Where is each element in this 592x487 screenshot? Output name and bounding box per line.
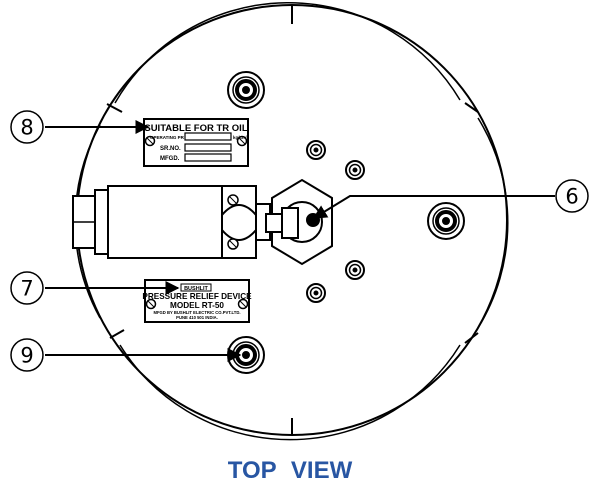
nameplate: SUITABLE FOR TR OIL OPERATING PR kg/cm² …	[143, 118, 249, 167]
bolt-upper-left	[227, 71, 265, 109]
stud-1	[306, 140, 326, 160]
flange-arc-top	[114, 1, 461, 104]
nameplate-sr-label: SR.NO.	[160, 146, 181, 152]
callout-8-number: 8	[20, 116, 33, 140]
notch-bottom-right	[464, 332, 479, 344]
bolt-right	[427, 202, 465, 240]
callout-6-bubble	[555, 179, 589, 213]
nameplate-operating-label: OPERATING PR	[150, 135, 185, 140]
leader-6	[312, 195, 555, 219]
nameplate-mfgd-label: MFGD.	[160, 156, 180, 162]
nameplate-heading: SUITABLE FOR TR OIL	[144, 123, 247, 134]
device-plate-line1: PRESSURE RELIEF DEVICE	[142, 292, 252, 301]
device-plate: BUSHLIT PRESSURE RELIEF DEVICE MODEL RT-…	[142, 279, 252, 323]
notch-bottom-left	[109, 329, 125, 339]
callout-7-bubble	[10, 271, 44, 305]
stud-3	[345, 260, 365, 280]
notch-top-right	[464, 102, 479, 113]
view-title: TOP VIEW	[228, 457, 353, 484]
device-plate-footer1: MFGD BY BUSHLIT ELECTRIC CO.PVT.LTD.	[153, 310, 240, 315]
callout-7-number: 7	[20, 277, 33, 301]
callout-9-number: 9	[20, 344, 33, 368]
device-plate-line2: MODEL RT-50	[170, 301, 224, 310]
nameplate-unit: kg/cm²	[233, 135, 248, 140]
device-plate-brand: BUSHLIT	[184, 286, 208, 292]
notch-top-left	[106, 103, 123, 113]
flange-arc-bottom	[119, 344, 461, 441]
device-plate-footer2: PUNE 410 501 INDIA.	[176, 315, 218, 320]
flange-arc-right	[477, 117, 509, 329]
callout-8-bubble	[10, 110, 44, 144]
stud-4	[306, 283, 326, 303]
stud-2	[345, 160, 365, 180]
callout-6-number: 6	[565, 185, 578, 209]
callout-9-bubble	[10, 338, 44, 372]
hex-valve	[265, 178, 333, 266]
switch-box	[72, 185, 271, 259]
